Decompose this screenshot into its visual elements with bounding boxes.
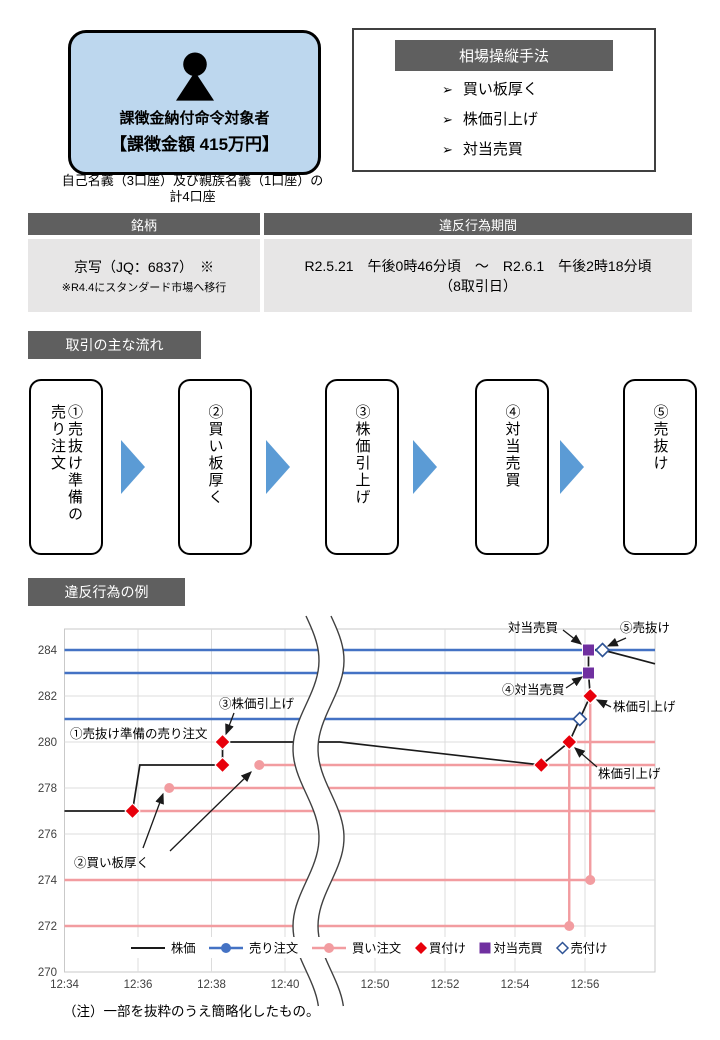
svg-text:280: 280 bbox=[38, 737, 57, 749]
issuer-note: ※R4.4にスタンダード市場へ移行 bbox=[61, 281, 227, 294]
flow-step-label: ③株価引上げ bbox=[353, 404, 371, 506]
svg-text:株価: 株価 bbox=[171, 941, 196, 956]
svg-text:対当売買: 対当売買 bbox=[508, 620, 558, 635]
flow-step-label: ⑤売抜け bbox=[651, 404, 669, 472]
flow-step-1: ①売抜け準備の売り注文 bbox=[29, 379, 103, 555]
svg-text:278: 278 bbox=[38, 783, 57, 795]
svg-text:②買い板厚く: ②買い板厚く bbox=[74, 856, 149, 870]
method-label: 対当売買 bbox=[462, 141, 523, 158]
subject-title: 課徴金納付命令対象者 bbox=[119, 109, 270, 127]
svg-text:対当売買: 対当売買 bbox=[494, 941, 543, 956]
person-icon bbox=[175, 52, 214, 101]
svg-text:284: 284 bbox=[38, 645, 58, 657]
svg-text:274: 274 bbox=[38, 875, 58, 887]
svg-text:276: 276 bbox=[38, 829, 57, 841]
svg-text:12:36: 12:36 bbox=[124, 979, 153, 991]
method-item: ➢ 対当売買 bbox=[442, 135, 654, 165]
svg-text:12:52: 12:52 bbox=[431, 979, 460, 991]
svg-text:買付け: 買付け bbox=[429, 942, 466, 956]
example-section-label: 違反行為の例 bbox=[28, 578, 185, 606]
method-item: ➢ 株価引上げ bbox=[442, 105, 654, 135]
arrow-bullet-icon: ➢ bbox=[442, 112, 453, 127]
flow-section-label: 取引の主な流れ bbox=[28, 331, 201, 359]
table-header-period: 違反行為期間 bbox=[264, 213, 692, 235]
svg-text:12:50: 12:50 bbox=[361, 979, 390, 991]
arrow-bullet-icon: ➢ bbox=[442, 142, 453, 157]
svg-text:株価引上げ: 株価引上げ bbox=[613, 699, 676, 714]
flow-step-5: ⑤売抜け bbox=[623, 379, 697, 555]
svg-text:買い注文: 買い注文 bbox=[352, 941, 401, 956]
flow-step-label: ②買い板厚く bbox=[206, 404, 224, 506]
svg-text:282: 282 bbox=[38, 691, 57, 703]
methods-list: ➢ 買い板厚く ➢ 株価引上げ ➢ 対当売買 bbox=[354, 75, 654, 165]
method-item: ➢ 買い板厚く bbox=[442, 75, 654, 105]
svg-text:12:38: 12:38 bbox=[197, 979, 226, 991]
subject-caption: 自己名義（3口座）及び親族名義（1口座）の 計4口座 bbox=[30, 173, 355, 205]
flow-arrow-icon bbox=[560, 440, 584, 494]
svg-text:270: 270 bbox=[38, 967, 57, 979]
flow-arrow-icon bbox=[266, 440, 290, 494]
penalty-amount: 【課徴金額 415万円】 bbox=[109, 134, 280, 154]
manipulation-methods-box: 相場操縦手法 ➢ 買い板厚く ➢ 株価引上げ ➢ 対当売買 bbox=[352, 28, 656, 172]
svg-text:12:34: 12:34 bbox=[50, 979, 79, 991]
svg-text:272: 272 bbox=[38, 921, 57, 933]
svg-text:12:40: 12:40 bbox=[271, 979, 300, 991]
svg-text:③株価引上げ: ③株価引上げ bbox=[219, 696, 295, 711]
flow-arrow-icon bbox=[413, 440, 437, 494]
flow-step-2: ②買い板厚く bbox=[178, 379, 252, 555]
svg-text:株価引上げ: 株価引上げ bbox=[598, 766, 661, 781]
period-line1: R2.5.21 午後0時46分頃 ～ R2.6.1 午後2時18分頃 bbox=[304, 257, 652, 274]
svg-text:売り注文: 売り注文 bbox=[249, 941, 298, 956]
caption-line1: 自己名義（3口座）及び親族名義（1口座）の bbox=[61, 173, 324, 188]
period-line2: （8取引日） bbox=[439, 277, 517, 294]
arrow-bullet-icon: ➢ bbox=[442, 82, 453, 97]
svg-text:⑤売抜け: ⑤売抜け bbox=[620, 620, 670, 635]
table-cell-period: R2.5.21 午後0時46分頃 ～ R2.6.1 午後2時18分頃 （8取引日… bbox=[264, 239, 692, 312]
svg-text:④対当売買: ④対当売買 bbox=[502, 682, 565, 697]
flow-step-3: ③株価引上げ bbox=[325, 379, 399, 555]
chart-note: （注）一部を抜粋のうえ簡略化したもの。 bbox=[63, 1004, 320, 1019]
subject-box: 課徴金納付命令対象者 【課徴金額 415万円】 bbox=[68, 30, 321, 175]
svg-text:12:54: 12:54 bbox=[501, 979, 530, 991]
flow-step-4: ④対当売買 bbox=[475, 379, 549, 555]
table-header-issuer: 銘柄 bbox=[28, 213, 260, 235]
flow-step-label: ①売抜け準備の売り注文 bbox=[49, 404, 83, 523]
svg-text:①売抜け準備の売り注文: ①売抜け準備の売り注文 bbox=[70, 726, 208, 741]
caption-line2: 計4口座 bbox=[169, 189, 216, 204]
methods-header: 相場操縦手法 bbox=[395, 40, 613, 71]
flow-step-label: ④対当売買 bbox=[503, 404, 521, 489]
method-label: 買い板厚く bbox=[462, 81, 538, 98]
issuer-name: 京写（JQ：6837） ※ bbox=[73, 258, 215, 275]
method-label: 株価引上げ bbox=[462, 111, 538, 128]
table-cell-issuer: 京写（JQ：6837） ※ ※R4.4にスタンダード市場へ移行 bbox=[28, 239, 260, 312]
flow-arrow-icon bbox=[121, 440, 145, 494]
svg-text:売付け: 売付け bbox=[571, 941, 608, 956]
svg-text:12:56: 12:56 bbox=[571, 979, 600, 991]
